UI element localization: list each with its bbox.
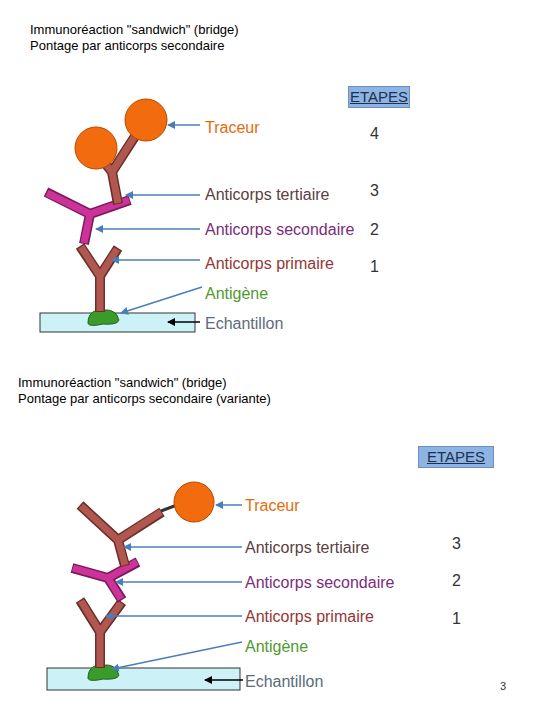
leader-arrow <box>205 679 243 681</box>
figure-heading: Pontage par anticorps secondaire <box>30 38 224 54</box>
step-number: 1 <box>370 257 379 276</box>
step-number: 2 <box>370 220 379 239</box>
leader-arrow <box>106 615 242 617</box>
leader-arrow <box>112 259 200 261</box>
part-label: Anticorps secondaire <box>245 573 394 592</box>
page-number: 3 <box>500 679 506 693</box>
part-label: Traceur <box>205 118 260 137</box>
part-label: Echantillon <box>245 672 323 691</box>
leader-arrow <box>168 124 200 126</box>
step-number: 1 <box>452 609 461 628</box>
leader-arrow <box>121 287 202 313</box>
part-label: Anticorps tertiaire <box>205 185 330 204</box>
part-label: Traceur <box>245 496 300 515</box>
steps-heading-text: ETAPES <box>350 88 408 106</box>
steps-heading-text: ETAPES <box>427 448 485 466</box>
leader-arrow <box>168 321 200 323</box>
part-label: Anticorps secondaire <box>205 220 354 239</box>
leader-arrow <box>124 546 242 548</box>
part-label: Antigène <box>245 637 308 656</box>
step-number: 4 <box>370 124 379 143</box>
figure-heading: Immunoréaction "sandwich" (bridge) <box>18 375 227 391</box>
part-label: Echantillon <box>205 314 283 333</box>
part-label: Antigène <box>205 284 268 303</box>
antibody-outline <box>72 562 138 600</box>
part-label: Anticorps primaire <box>205 254 334 273</box>
figure-heading: Pontage par anticorps secondaire (varian… <box>18 391 271 407</box>
step-number: 2 <box>452 571 461 590</box>
tracer-circle <box>75 127 117 169</box>
steps-header: ETAPES <box>418 446 494 468</box>
sample-slab <box>47 668 240 690</box>
secondary-antibody <box>73 562 137 599</box>
tracer-circle <box>125 99 167 141</box>
leader-arrow <box>216 504 242 506</box>
steps-header: ETAPES <box>348 86 410 108</box>
leader-arrow <box>116 581 242 583</box>
antibody-outline <box>80 246 118 312</box>
part-label: Anticorps tertiaire <box>245 538 370 557</box>
leader-arrow <box>126 194 200 196</box>
step-number: 3 <box>452 534 461 553</box>
step-number: 3 <box>370 181 379 200</box>
figure-heading: Immunoréaction "sandwich" (bridge) <box>30 22 239 38</box>
leader-arrow <box>112 642 242 669</box>
primary-antibody <box>81 601 121 667</box>
tracer-circle <box>174 482 214 522</box>
antibody-outline <box>80 600 122 668</box>
primary-antibody <box>81 247 117 311</box>
antigen-blob <box>88 310 119 325</box>
tertiary-antibody <box>81 506 161 565</box>
part-label: Anticorps primaire <box>245 607 374 626</box>
leader-arrow <box>96 228 200 230</box>
antibody-outline <box>80 505 162 566</box>
